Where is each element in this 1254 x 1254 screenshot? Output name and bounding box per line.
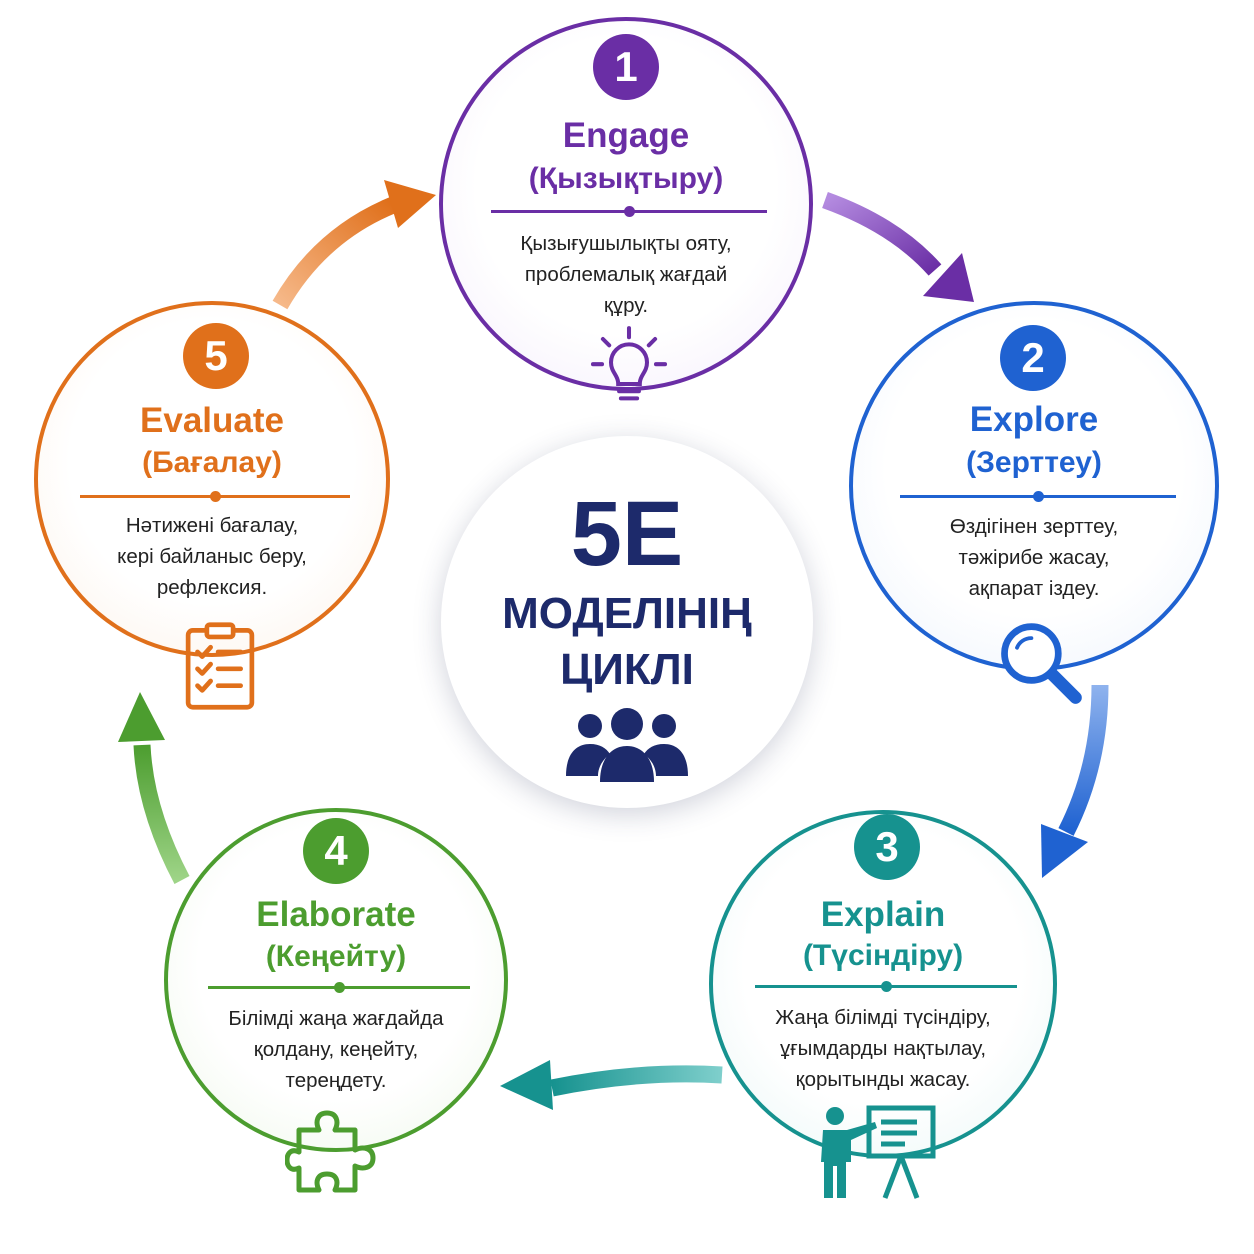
divider	[900, 491, 1176, 502]
description-line: қорытынды жасау.	[795, 1068, 971, 1091]
step-number-badge: 5	[183, 323, 249, 389]
stage-title: Engage	[562, 116, 690, 155]
people-group-icon	[566, 708, 688, 782]
description-line: Жаңа білімді түсіндіру,	[775, 1006, 991, 1029]
description-line: құру.	[603, 294, 649, 317]
arrow-elaborate-to-evaluate	[118, 692, 190, 884]
stage-engage: 1 Engage (Қызықтыру) Қызығушылықты ояту,…	[439, 17, 813, 401]
stage-subtitle: (Қызықтыру)	[528, 162, 724, 195]
arrow-explore-to-explain	[1041, 684, 1109, 878]
description-line: Нәтижені бағалау,	[125, 514, 299, 537]
step-number-badge: 3	[854, 814, 920, 880]
description-line: Өздігінен зерттеу,	[949, 515, 1119, 538]
stage-subtitle: (Түсіндіру)	[802, 939, 964, 972]
description-line: тереңдету.	[285, 1069, 387, 1092]
step-number-badge: 1	[593, 34, 659, 100]
stage-title: Explain	[820, 895, 946, 934]
stage-subtitle: (Зерттеу)	[966, 446, 1102, 479]
description-line: кері байланыс беру,	[117, 545, 307, 568]
stage-subtitle: (Бағалау)	[142, 446, 282, 479]
stage-evaluate: 5 Evaluate (Бағалау) Нәтижені бағалау, к…	[34, 301, 390, 710]
stage-description: Нәтижені бағалау, кері байланыс беру, ре…	[38, 510, 386, 603]
description-line: ұғымдарды нақтылау,	[779, 1037, 987, 1060]
center-line-1: МОДЕЛІНІҢ	[502, 589, 752, 638]
magnifier-icon	[1001, 623, 1082, 704]
center-title: 5E	[570, 483, 684, 585]
step-number-badge: 2	[1000, 325, 1066, 391]
center-hub: 5E МОДЕЛІНІҢ ЦИКЛІ	[441, 436, 813, 808]
description-line: Қызығушылықты ояту,	[520, 232, 732, 255]
divider	[491, 206, 767, 217]
stage-description: Өздігінен зерттеу, тәжірибе жасау, ақпар…	[853, 511, 1215, 604]
arrow-evaluate-to-engage	[272, 180, 436, 310]
divider	[755, 981, 1017, 992]
lightbulb-icon	[590, 326, 668, 401]
divider	[208, 982, 470, 993]
puzzle-piece-icon	[285, 1110, 376, 1193]
stage-description: Білімді жаңа жағдайда қолдану, кеңейту, …	[168, 1003, 504, 1096]
arrow-engage-to-explore	[822, 191, 974, 302]
description-line: ақпарат іздеу.	[968, 577, 1100, 600]
presentation-icon	[821, 1105, 936, 1199]
stage-elaborate: 4 Elaborate (Кеңейту) Білімді жаңа жағда…	[164, 808, 508, 1152]
description-line: Білімді жаңа жағдайда	[228, 1007, 444, 1030]
stage-title: Elaborate	[256, 895, 416, 934]
description-line: қолдану, кеңейту,	[253, 1038, 419, 1061]
description-line: рефлексия.	[156, 576, 268, 599]
clipboard-checklist-icon	[185, 622, 255, 710]
stage-description: Қызығушылықты ояту, проблемалық жағдай қ…	[443, 228, 809, 321]
description-line: тәжірибе жасау,	[958, 546, 1110, 569]
divider	[80, 491, 350, 502]
stage-title: Explore	[969, 400, 1099, 439]
arrow-explain-to-elaborate	[500, 1060, 723, 1110]
description-line: проблемалық жағдай	[524, 263, 728, 286]
center-line-2: ЦИКЛІ	[560, 645, 694, 694]
step-number-badge: 4	[303, 818, 369, 884]
stage-description: Жаңа білімді түсіндіру, ұғымдарды нақтыл…	[713, 1002, 1053, 1095]
stage-title: Evaluate	[140, 401, 284, 440]
stage-subtitle: (Кеңейту)	[265, 940, 407, 973]
stage-explore: 2 Explore (Зерттеу) Өздігінен зерттеу, т…	[849, 301, 1219, 704]
